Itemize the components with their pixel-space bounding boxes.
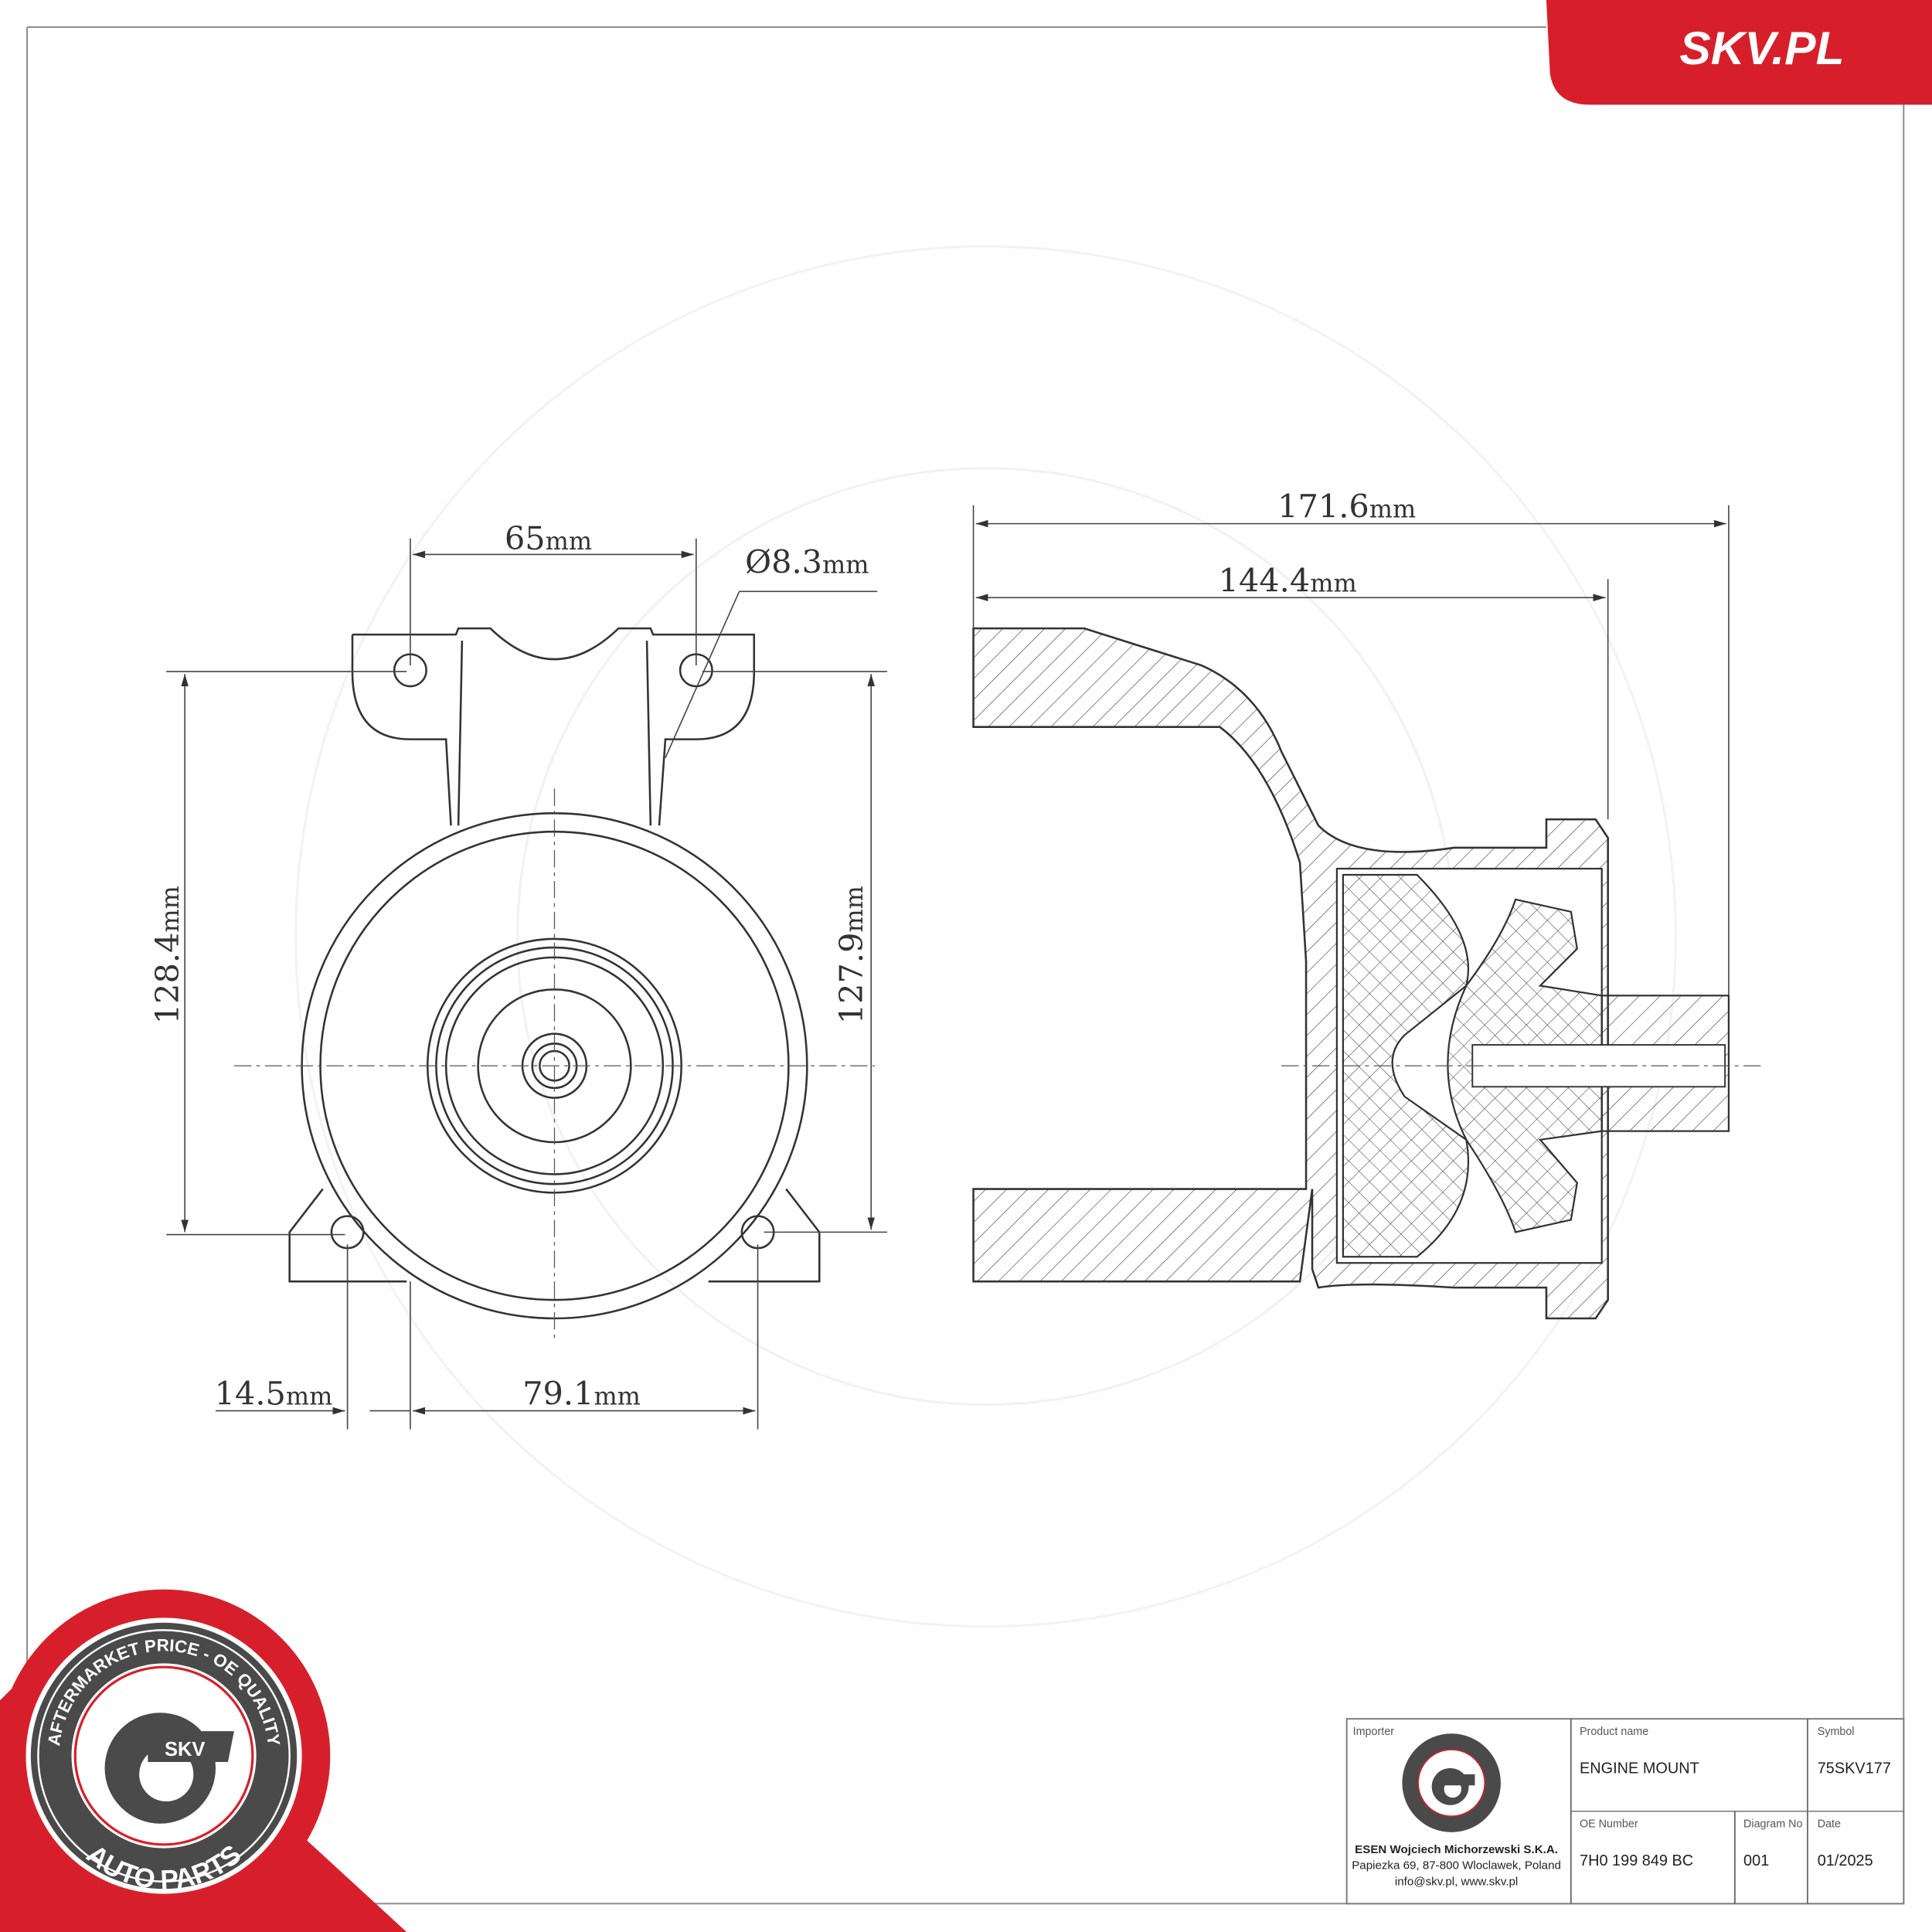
importer-logo bbox=[1402, 1733, 1501, 1832]
dimension-65: 65mm bbox=[410, 520, 697, 665]
skv-badge: AFTERMARKET PRICE - OE QUALITY AUTO PART… bbox=[0, 1589, 407, 1932]
svg-text:171.6mm: 171.6mm bbox=[1277, 488, 1416, 526]
oe-number-label: OE Number bbox=[1580, 1818, 1638, 1830]
side-view bbox=[972, 627, 1762, 1320]
svg-text:Ø8.3mm: Ø8.3mm bbox=[745, 543, 869, 580]
front-view bbox=[233, 627, 876, 1343]
importer-contact: info@skv.pl, www.skv.pl bbox=[1395, 1875, 1518, 1888]
title-block: Importer ESEN Wojciech Michorzewski S.K.… bbox=[1345, 1718, 1905, 1905]
importer-address: Papiezka 69, 87-800 Wloclawek, Poland bbox=[1352, 1859, 1561, 1872]
product-name: ENGINE MOUNT bbox=[1580, 1760, 1699, 1777]
importer-label: Importer bbox=[1353, 1726, 1395, 1738]
dimension-127-9: 127.9mm bbox=[702, 671, 887, 1233]
oe-number: 7H0 199 849 BC bbox=[1580, 1852, 1693, 1869]
badge-logo-text: SKV bbox=[165, 1739, 205, 1760]
site-label: SKV.PL bbox=[1679, 22, 1844, 74]
svg-text:65mm: 65mm bbox=[505, 520, 592, 557]
symbol-value: 75SKV177 bbox=[1818, 1760, 1891, 1777]
svg-text:14.5mm: 14.5mm bbox=[215, 1376, 333, 1413]
dimension-79-1: 79.1mm bbox=[413, 1244, 759, 1430]
site-header-tab: SKV.PL bbox=[1546, 0, 1932, 105]
importer-name: ESEN Wojciech Michorzewski S.K.A. bbox=[1355, 1843, 1558, 1856]
dimension-14-5: 14.5mm bbox=[215, 1244, 411, 1430]
diagram-no: 001 bbox=[1743, 1852, 1769, 1869]
date-value: 01/2025 bbox=[1818, 1852, 1873, 1869]
product-name-label: Product name bbox=[1580, 1726, 1648, 1738]
date-label: Date bbox=[1818, 1818, 1841, 1830]
diagram-no-label: Diagram No bbox=[1743, 1818, 1802, 1830]
svg-text:144.4mm: 144.4mm bbox=[1219, 562, 1357, 599]
svg-text:127.9mm: 127.9mm bbox=[833, 886, 870, 1024]
dimension-171-6: 171.6mm bbox=[972, 488, 1730, 996]
svg-text:79.1mm: 79.1mm bbox=[522, 1376, 641, 1413]
dimension-144-4: 144.4mm bbox=[975, 562, 1609, 820]
symbol-label: Symbol bbox=[1818, 1726, 1855, 1738]
svg-text:128.4mm: 128.4mm bbox=[149, 886, 186, 1024]
dimension-128-4: 128.4mm bbox=[149, 671, 407, 1236]
drawing-frame bbox=[26, 26, 1905, 1905]
dimension-diameter-8-3: Ø8.3mm bbox=[665, 543, 878, 758]
